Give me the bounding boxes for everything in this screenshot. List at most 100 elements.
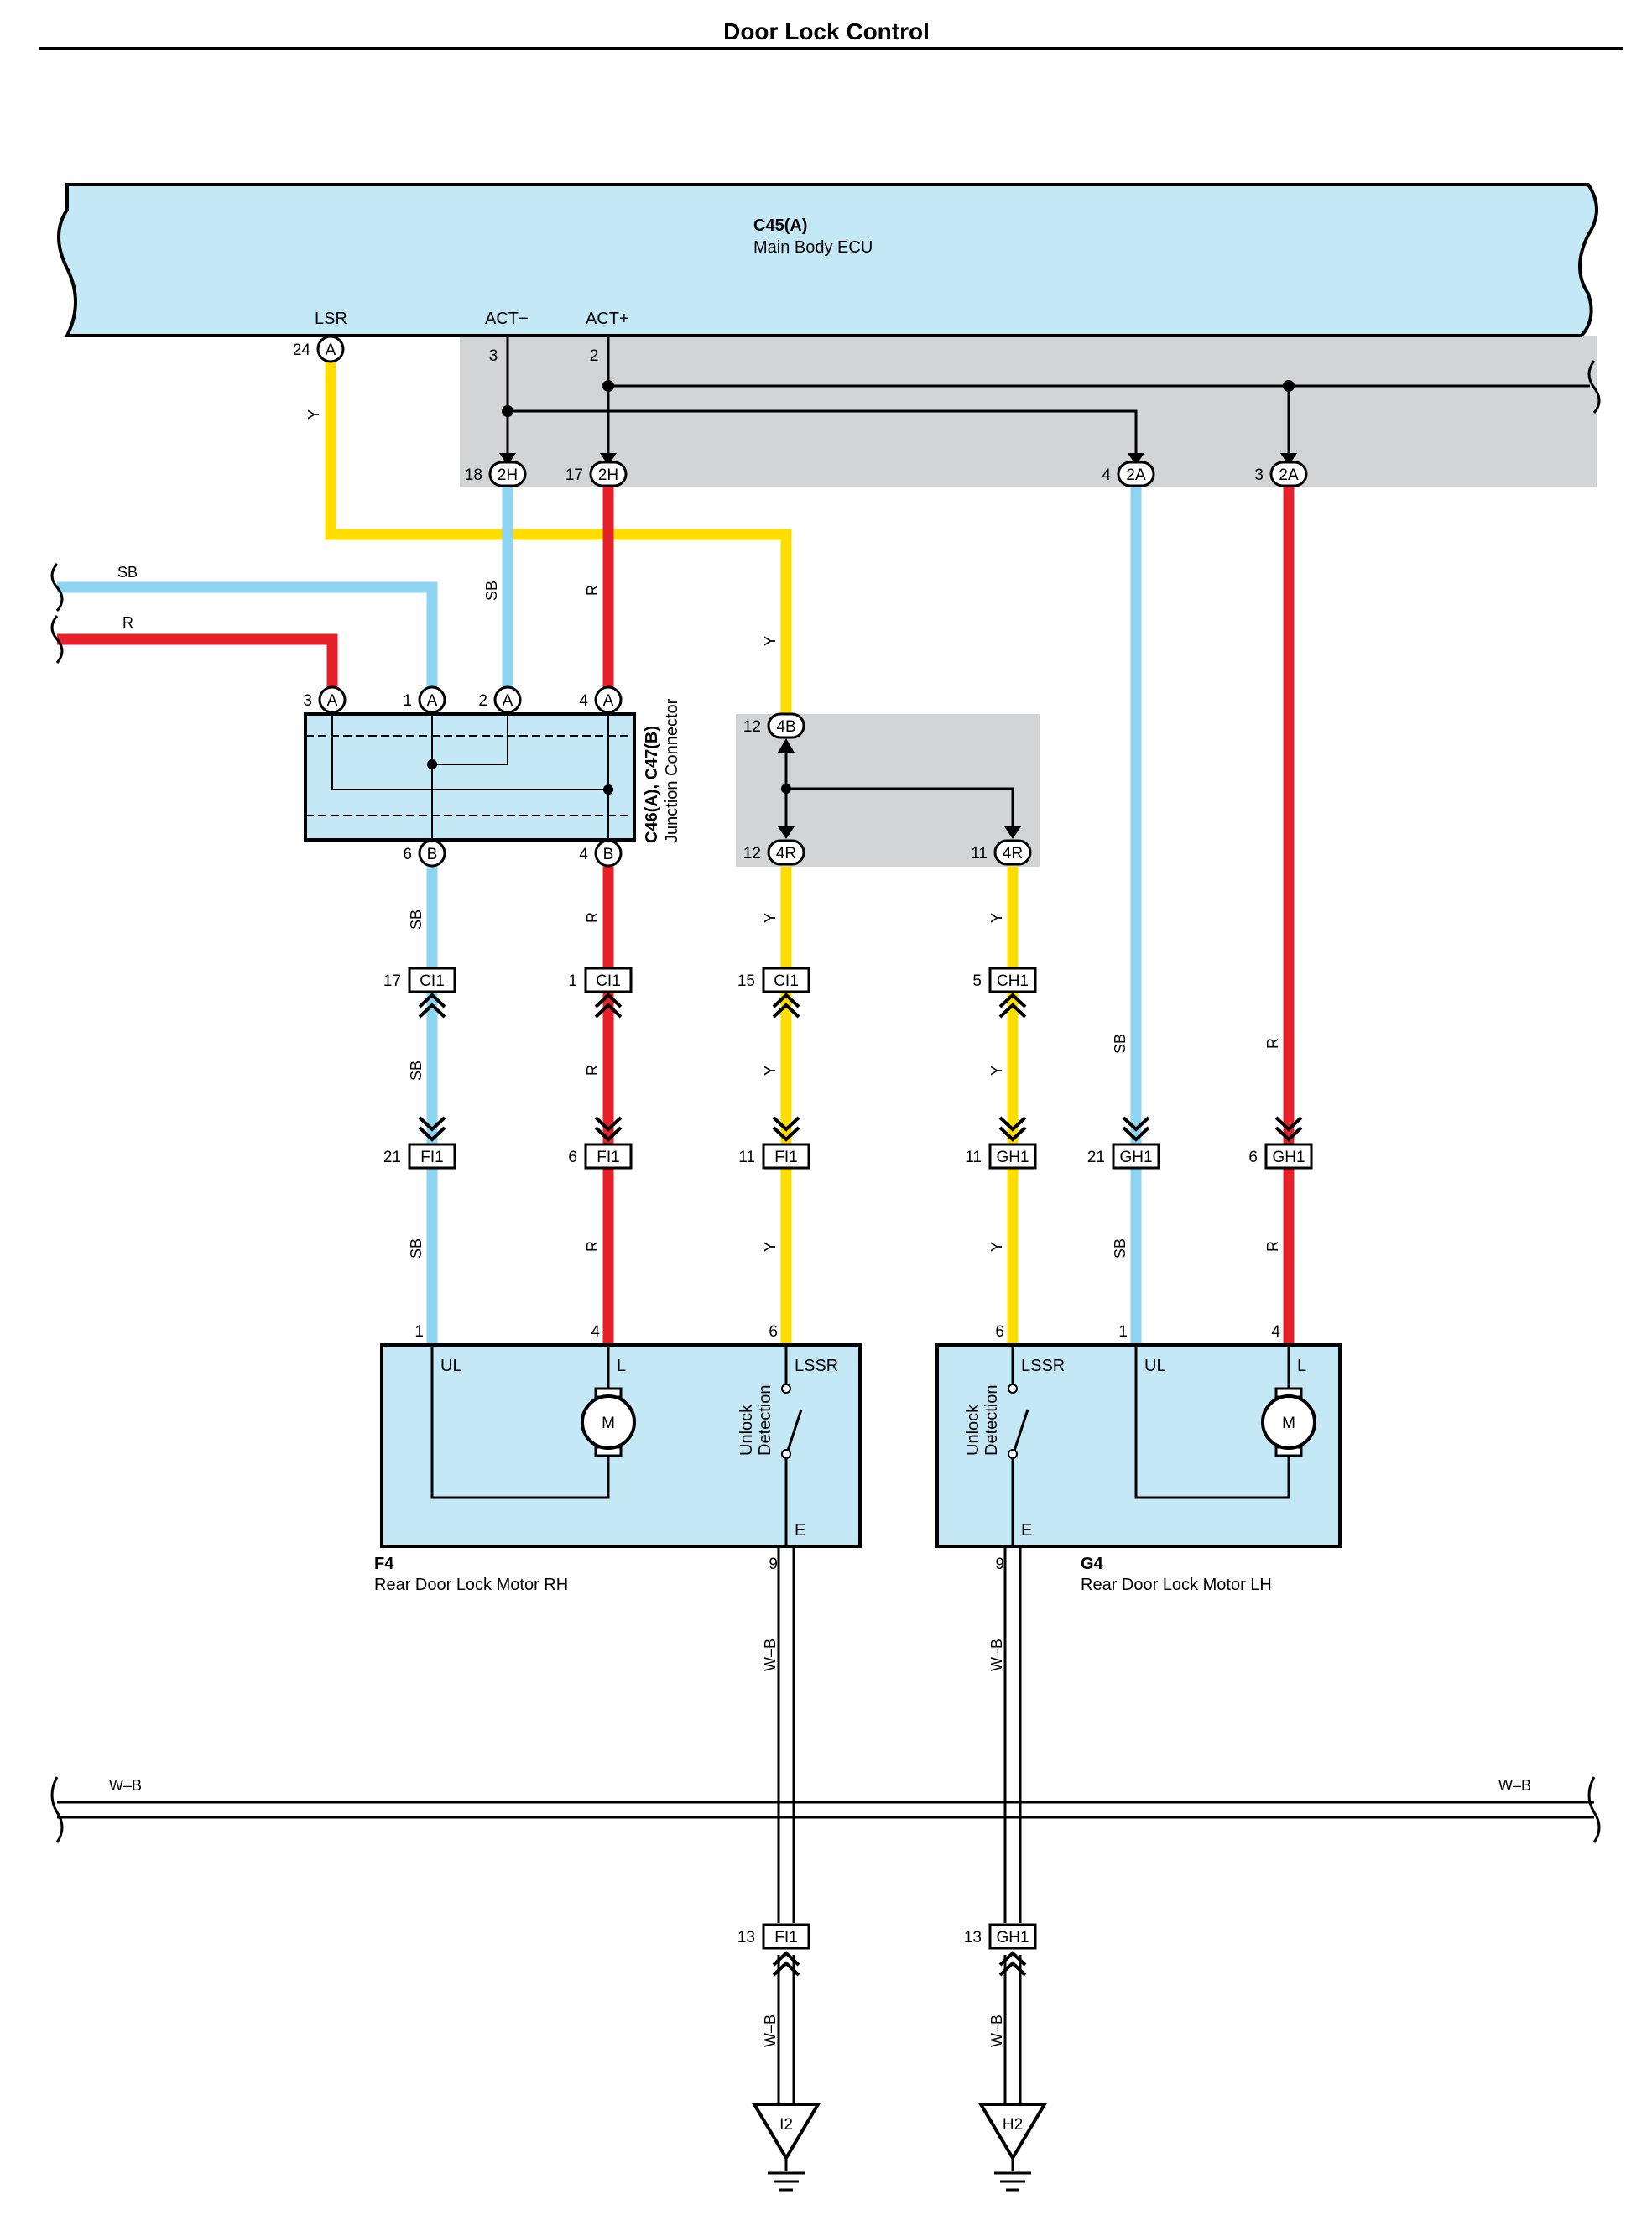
svg-text:SB: SB [1112,1238,1128,1259]
svg-text:Y: Y [988,1242,1005,1252]
svg-text:SB: SB [1112,1034,1128,1054]
ecu-pin-act-plus: 2 [590,347,599,365]
motor-rh-code: F4 [374,1555,394,1573]
svg-text:E: E [795,1521,805,1540]
svg-text:FI1: FI1 [420,1149,443,1166]
svg-text:W–B: W–B [1498,1777,1531,1794]
svg-text:11: 11 [965,1149,982,1166]
inline-conn-6-gh1: GH1 6 [1248,1116,1313,1170]
svg-text:LSSR: LSSR [795,1357,838,1375]
svg-text:Y: Y [762,913,779,923]
svg-text:SB: SB [483,581,500,601]
svg-text:A: A [427,692,438,710]
svg-text:W–B: W–B [762,2014,779,2047]
svg-text:Y: Y [988,913,1005,923]
svg-text:SB: SB [408,1238,425,1259]
inline-connectors-row2: FI1 21 FI1 6 FI1 11 GH1 11 GH1 21 [383,1116,1313,1170]
inline-conn-15-ci1: CI1 15 [737,967,810,1019]
svg-text:Y: Y [988,1066,1005,1076]
ecu-name: Main Body ECU [753,238,873,257]
inline-conn-11-fi1: FI1 11 [738,1116,810,1170]
svg-text:6: 6 [769,1323,778,1341]
svg-text:5: 5 [972,972,982,990]
svg-text:R: R [584,1065,601,1076]
wire-color-labels: Y SB R SB R Y SB R Y Y SB R Y Y SB R SB … [109,409,1531,2047]
inline-conn-21-gh1: GH1 21 [1087,1116,1160,1170]
svg-text:B: B [603,846,614,863]
svg-text:W–B: W–B [988,1639,1005,1671]
svg-text:A: A [326,341,336,359]
svg-text:6: 6 [403,846,412,863]
ecu-terminal-act-minus: ACT− [485,310,529,328]
inline-conn-11-gh1: GH1 11 [965,1116,1037,1170]
splice-conn-18-2h: 2H 18 [465,461,527,487]
svg-text:Y: Y [762,1066,779,1076]
svg-text:L: L [1297,1357,1306,1375]
splice-conn-11-4r: 4R 11 [971,839,1032,866]
svg-text:2H: 2H [498,466,518,484]
svg-text:H2: H2 [1003,2116,1023,2134]
svg-text:GH1: GH1 [1272,1149,1305,1166]
svg-text:Y: Y [762,1242,779,1252]
svg-text:B: B [427,846,438,863]
svg-text:2A: 2A [1126,466,1146,484]
svg-text:1: 1 [568,972,577,990]
svg-text:UL: UL [1144,1357,1166,1375]
svg-text:L: L [617,1357,626,1375]
main-body-ecu: C45(A) Main Body ECU LSR ACT− ACT+ [57,183,1598,337]
svg-text:4: 4 [591,1323,600,1341]
svg-text:2: 2 [478,692,487,710]
svg-text:R: R [1264,1241,1281,1252]
junction-connector: C46(A), C47(B) Junction Connector [304,698,681,847]
splice-conn-4-2a: 2A 4 [1102,461,1155,487]
svg-text:21: 21 [1087,1149,1105,1166]
junction-code: C46(A), C47(B) [643,726,661,843]
inline-connectors-row1: CI1 17 CI1 1 CI1 15 CH1 5 [383,967,1037,1019]
motor-rh: M UL L LSSR E Unlock Detection 1 4 6 9 F… [374,1323,862,1594]
svg-text:W–B: W–B [762,1639,779,1671]
svg-text:SB: SB [408,1061,425,1081]
svg-text:CI1: CI1 [420,972,445,990]
svg-text:9: 9 [769,1556,778,1573]
svg-text:R: R [584,912,601,923]
svg-text:21: 21 [383,1149,401,1166]
yellow-wires [325,361,1019,1345]
junction-name: Junction Connector [663,698,681,843]
inline-conn-1-ci1: CI1 1 [568,967,633,1019]
svg-text:18: 18 [465,466,482,484]
svg-text:1: 1 [1118,1323,1128,1341]
svg-text:Detection: Detection [982,1385,1001,1457]
motor-lh: M LSSR UL L E Unlock Detection 6 1 4 9 G… [935,1323,1342,1594]
svg-text:4: 4 [1271,1323,1280,1341]
wire-break-icon [50,360,1601,1843]
svg-text:CI1: CI1 [774,972,799,990]
svg-text:24: 24 [293,341,311,359]
motor-lh-code: G4 [1081,1555,1104,1573]
motor-lh-name: Rear Door Lock Motor LH [1081,1576,1272,1594]
inline-conn-6-fi1: FI1 6 [568,1116,633,1170]
svg-text:GH1: GH1 [996,1929,1029,1947]
ground-symbol-icon: I2 [751,2103,821,2192]
inline-conn-13-gh1: GH1 13 [964,1923,1037,1977]
svg-text:A: A [603,692,614,710]
ecu-pin-act-minus: 3 [489,347,498,365]
svg-text:12: 12 [743,718,761,736]
svg-text:A: A [503,692,513,710]
splice-wiring-top [506,336,1590,457]
svg-text:9: 9 [995,1556,1004,1573]
svg-text:13: 13 [737,1929,755,1947]
connector-arrow-icon [499,453,1297,466]
svg-text:UL: UL [440,1357,462,1375]
svg-text:3: 3 [1254,466,1264,484]
ecu-terminal-act-plus: ACT+ [586,310,629,328]
inline-conn-17-ci1: CI1 17 [383,967,456,1019]
svg-text:6: 6 [995,1323,1004,1341]
svg-text:GH1: GH1 [996,1149,1029,1166]
svg-text:FI1: FI1 [774,1929,797,1947]
svg-text:R: R [122,614,133,631]
splice-conn-12-4b: 4B 12 [743,712,805,739]
svg-text:Unlock: Unlock [737,1404,756,1456]
svg-text:4R: 4R [776,845,796,863]
svg-text:R: R [1264,1038,1281,1049]
